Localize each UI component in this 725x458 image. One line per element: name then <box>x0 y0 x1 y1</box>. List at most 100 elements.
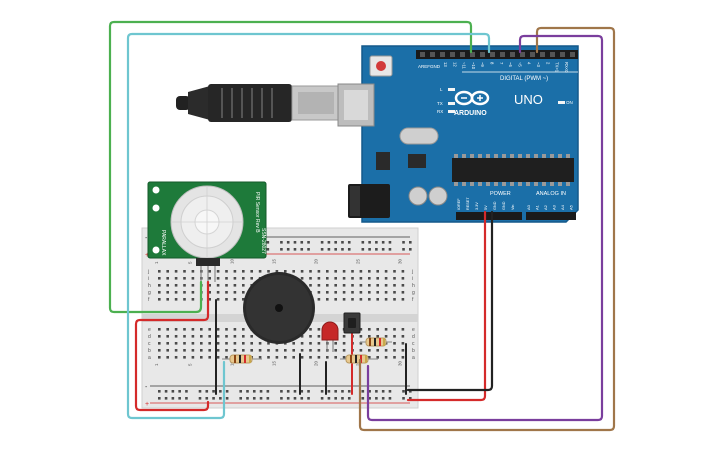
column-number: 15 <box>272 360 277 366</box>
pir-label-ssn: SSN-28027 <box>260 228 266 254</box>
arduino-brand: ARDUINO <box>454 110 487 117</box>
cyan-wire[interactable] <box>126 32 491 420</box>
row-letter: b <box>412 348 415 354</box>
column-number: 1 <box>154 261 159 264</box>
piezo-buzzer[interactable] <box>243 272 315 344</box>
aref-label: AREF <box>418 64 430 69</box>
green-wire[interactable] <box>108 20 473 314</box>
row-letter: e <box>148 327 151 333</box>
row-letter: i <box>412 276 413 282</box>
power-pin-label: GND <box>502 201 506 210</box>
row-letter: h <box>148 283 151 289</box>
digital-pin-label: ~6 <box>508 62 513 67</box>
row-letter: j <box>411 269 413 275</box>
red-led[interactable] <box>321 321 339 352</box>
power-header-label: POWER <box>490 191 511 197</box>
column-number: 1 <box>154 363 159 366</box>
column-number: 30 <box>398 258 403 264</box>
power-pin-label: GND <box>493 201 497 210</box>
digital-pin-label: ~9 <box>480 62 485 67</box>
column-number: 10 <box>230 258 235 264</box>
digital-pin-label: ~11 <box>462 62 467 69</box>
row-letter: f <box>412 297 414 303</box>
column-number: 15 <box>272 258 277 264</box>
analog-pin-label: A3 <box>552 204 557 210</box>
analog-pin-label: A1 <box>535 204 540 210</box>
power-pin-label: 3.3V <box>475 202 479 210</box>
pir-label-parallax: PARALLAX <box>160 230 166 256</box>
red-wire-power[interactable] <box>406 210 487 402</box>
arduino-uno-board[interactable]: AREF GND DIGITAL (PWM ~) ARDUINO UNO L T… <box>337 45 579 223</box>
row-letter: i <box>148 276 149 282</box>
power-header <box>456 212 522 220</box>
column-number: 20 <box>314 258 319 264</box>
digital-pin-label: 12 <box>452 62 457 67</box>
row-letter: g <box>412 290 415 296</box>
analog-header <box>526 212 576 220</box>
analog-pin-label: A4 <box>560 204 565 210</box>
arduino-logo-icon <box>454 90 490 106</box>
analog-pin-label: A2 <box>543 204 548 210</box>
analog-header-label: ANALOG IN <box>536 191 566 197</box>
purple-wire[interactable] <box>366 34 604 422</box>
rx-led-label: RX <box>437 109 443 114</box>
row-letter: c <box>148 341 151 347</box>
row-letter: b <box>148 348 151 354</box>
pir-label-rev: PIR Sensor Rev B <box>254 192 260 233</box>
row-letter: c <box>412 341 415 347</box>
red-wire-pir-vcc[interactable] <box>134 280 210 412</box>
column-number: 30 <box>398 360 403 366</box>
resistor-3[interactable] <box>360 337 392 347</box>
svg-text:-: - <box>145 384 148 391</box>
row-letter: d <box>148 334 151 340</box>
pir-sensor[interactable]: PIR Sensor Rev B SSN-28027 PARALLAX <box>147 181 267 282</box>
reset-button[interactable] <box>376 61 386 71</box>
digital-pin-label: RX<0 <box>564 62 569 73</box>
usb-cable <box>176 84 341 122</box>
column-number: 20 <box>314 360 319 366</box>
column-number: 5 <box>188 261 193 264</box>
power-pin-label: 5V <box>484 205 488 210</box>
power-pin-label: RESET <box>466 197 470 210</box>
row-letter: h <box>412 283 415 289</box>
analog-pin-label: A5 <box>569 204 574 210</box>
row-letter: e <box>412 327 415 333</box>
resistor-2[interactable] <box>340 354 378 364</box>
row-letter: j <box>147 269 149 275</box>
digital-pin-label: 4 <box>527 62 532 65</box>
svg-text:+: + <box>145 252 149 259</box>
brown-wire[interactable] <box>358 26 616 432</box>
l-led-label: L <box>440 87 443 92</box>
row-letter: f <box>148 297 150 303</box>
row-letter: d <box>412 334 415 340</box>
resistor-1[interactable] <box>222 354 262 364</box>
column-number: 25 <box>356 258 361 264</box>
row-letter: a <box>148 355 151 361</box>
digital-pin-label: ~3 <box>536 62 541 67</box>
power-pin-label: IOREF <box>457 198 461 210</box>
svg-text:+: + <box>145 401 149 408</box>
digital-pin-label: TX>1 <box>555 62 560 73</box>
power-pin-label: Vin <box>511 205 515 210</box>
digital-pin-label: 2 <box>545 62 550 65</box>
digital-pin-label: 7 <box>499 62 504 65</box>
digital-header <box>416 50 578 59</box>
push-button[interactable] <box>343 312 361 334</box>
digital-header-label: DIGITAL (PWM ~) <box>500 76 548 82</box>
tx-led-label: TX <box>437 101 443 106</box>
row-letter: g <box>148 290 151 296</box>
atmega-chip <box>452 158 574 182</box>
row-letter: a <box>412 355 415 361</box>
svg-text:-: - <box>145 235 148 242</box>
digital-pin-label: 8 <box>490 62 495 65</box>
black-wire-ground[interactable] <box>406 210 494 392</box>
digital-pin-label: ~5 <box>517 62 522 67</box>
analog-pin-label: A0 <box>526 204 531 210</box>
on-led-label: ON <box>566 100 573 105</box>
arduino-model: UNO <box>514 92 543 107</box>
digital-pin-label: ~10 <box>471 62 476 70</box>
digital-pin-label: 13 <box>443 62 448 67</box>
